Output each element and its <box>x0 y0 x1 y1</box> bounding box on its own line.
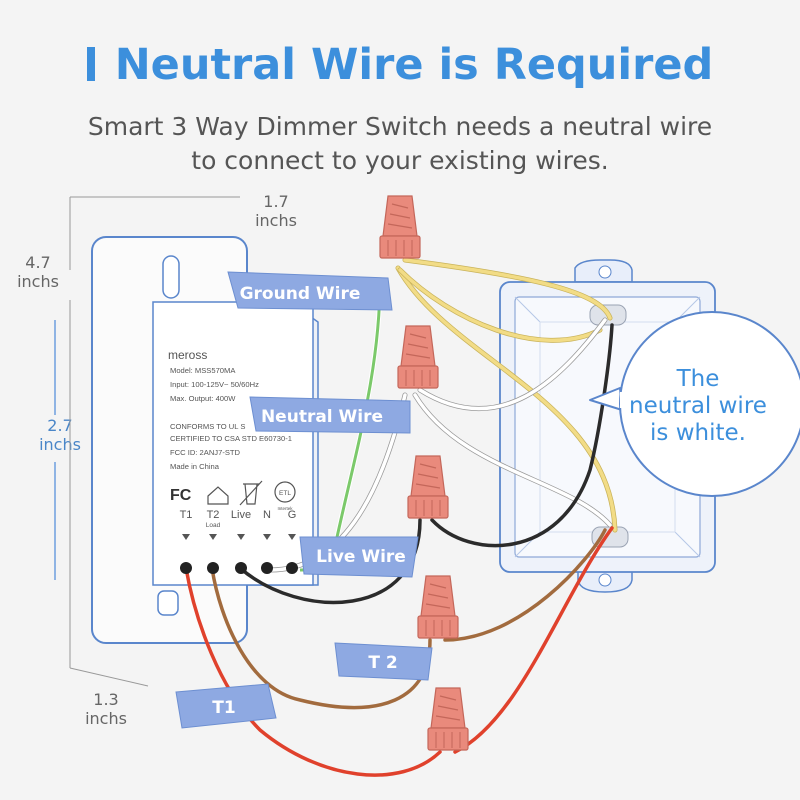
etl-sub: Intertek <box>277 506 293 511</box>
depth-dimension: 1.3 inchs <box>76 690 136 728</box>
page-title: Neutral Wire is Required <box>0 40 800 90</box>
terminal-label-live: Live <box>231 509 251 521</box>
terminal-screw <box>235 562 247 574</box>
device-spec-line: FCC ID: 2ANJ7-STD <box>170 448 241 457</box>
tag-ground-label: Ground Wire <box>240 284 361 304</box>
terminal-arrow-icon <box>263 534 271 540</box>
tag-t1-label: T1 <box>212 698 235 718</box>
etl-logo: ETL <box>279 490 291 497</box>
callout-bubble: The neutral wire is white. <box>589 311 800 497</box>
height-unit: inchs <box>17 272 59 291</box>
terminal-label-g: G <box>288 509 297 521</box>
wire-nut-1 <box>379 195 421 259</box>
terminal-screw <box>286 562 298 574</box>
t1-wires <box>184 526 614 777</box>
tag-neutral-label: Neutral Wire <box>261 407 383 427</box>
terminal-arrow-icon <box>182 534 190 540</box>
title-text: Neutral Wire is Required <box>114 40 714 90</box>
tag-t2-label: T 2 <box>368 653 397 673</box>
home-icon <box>207 486 229 505</box>
terminal-label-t2: T2 <box>207 509 220 521</box>
device-spec-line: CONFORMS TO UL S <box>170 422 245 431</box>
terminal-screws <box>180 562 298 574</box>
t2-wires <box>210 528 607 710</box>
height-value: 4.7 <box>25 253 51 272</box>
tag-live-label: Live Wire <box>316 547 406 567</box>
terminal-arrow-icon <box>237 534 245 540</box>
width-unit: inchs <box>255 211 297 230</box>
terminal-arrow-icon <box>288 534 296 540</box>
tag-t1: T1 <box>175 683 277 729</box>
terminal-screw <box>261 562 273 574</box>
tag-live-wire: Live Wire <box>299 536 419 578</box>
switch-device <box>91 236 319 644</box>
terminal-arrow-icon <box>209 534 217 540</box>
fcc-logo: FC <box>170 487 192 504</box>
callout-line-2: neutral wire <box>629 393 767 419</box>
subtitle-line-1: Smart 3 Way Dimmer Switch needs a neutra… <box>87 112 713 141</box>
height-dimension: 4.7 inchs <box>8 253 68 291</box>
terminal-screw <box>207 562 219 574</box>
device-label: meross Model: MSS570MA Input: 100-125V~ 5… <box>168 348 296 540</box>
subtitle-line-2: to connect to your existing wires. <box>191 146 609 175</box>
tag-ground-wire: Ground Wire <box>227 271 393 311</box>
terminal-load-label: Load <box>206 522 221 529</box>
dimension-lines <box>54 196 240 687</box>
wire-nut-4 <box>417 575 459 639</box>
terminal-label-t1: T1 <box>180 509 193 521</box>
title-accent-bar <box>86 47 95 81</box>
weee-bin-icon <box>239 480 263 506</box>
subtitle: Smart 3 Way Dimmer Switch needs a neutra… <box>0 110 800 178</box>
yellow-wires <box>395 257 618 533</box>
depth-value: 1.3 <box>93 690 119 709</box>
wire-nut-2 <box>397 325 439 389</box>
width-dimension: 1.7 inchs <box>246 192 306 230</box>
device-spec-line: Input: 100-125V~ 50/60Hz <box>170 380 259 389</box>
wire-nut-5 <box>427 687 469 751</box>
device-brand: meross <box>168 348 207 362</box>
terminal-label-n: N <box>263 509 271 521</box>
wire-nut-3 <box>407 455 449 519</box>
inner-height-value: 2.7 <box>47 416 73 435</box>
depth-unit: inchs <box>85 709 127 728</box>
device-spec-line: Made in China <box>170 462 220 471</box>
callout-line-1: The <box>676 366 720 392</box>
etl-mark-icon <box>274 481 296 503</box>
terminal-screw <box>180 562 192 574</box>
device-spec-line: Max. Output: 400W <box>170 394 236 403</box>
tag-t2: T 2 <box>334 642 433 681</box>
callout-line-3: is white. <box>650 420 746 446</box>
device-spec-line: Model: MSS570MA <box>170 366 236 375</box>
tag-neutral-wire: Neutral Wire <box>249 396 411 434</box>
width-value: 1.7 <box>263 192 289 211</box>
device-spec-line: CERTIFIED TO CSA STD E60730-1 <box>170 434 292 443</box>
